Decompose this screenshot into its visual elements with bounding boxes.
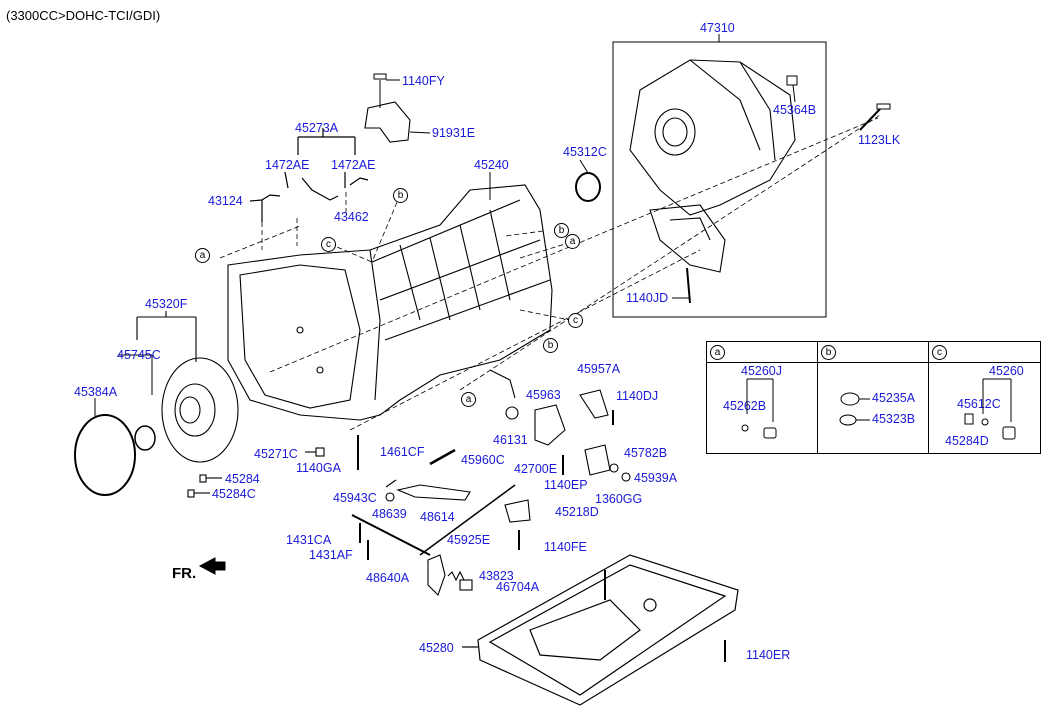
variant-table: a 45260J 45262B b 45235A 45323B c 45260 … xyxy=(706,341,1041,454)
part-label-91931E[interactable]: 91931E xyxy=(432,126,476,140)
part-label-45260J[interactable]: 45260J xyxy=(741,364,783,378)
part-label-1140FY[interactable]: 1140FY xyxy=(402,74,445,88)
ref-circle-b: b xyxy=(393,188,408,203)
part-label-45939A[interactable]: 45939A xyxy=(634,471,678,485)
transmission-case xyxy=(227,184,553,421)
part-label-1140GA[interactable]: 1140GA xyxy=(296,461,341,475)
variant-cell-c: c 45260 45612C 45284D xyxy=(928,342,1041,453)
variant-c-drawing xyxy=(964,378,1016,440)
part-label-45925E[interactable]: 45925E xyxy=(447,533,491,547)
variant-cell-b: b 45235A 45323B xyxy=(817,342,929,453)
part-label-45284D[interactable]: 45284D xyxy=(945,434,989,448)
ref-circle-c: c xyxy=(568,313,583,328)
part-label-43823[interactable]: 43823 xyxy=(479,569,514,583)
part-label-1140EP[interactable]: 1140EP xyxy=(544,478,588,492)
part-label-1472AE[interactable]: 1472AE xyxy=(265,158,310,172)
part-label-1140FE[interactable]: 1140FE xyxy=(544,540,587,554)
part-label-45240[interactable]: 45240 xyxy=(474,158,509,172)
variant-a-drawing xyxy=(741,378,777,439)
part-label-48614[interactable]: 48614 xyxy=(420,510,455,524)
part-label-46131[interactable]: 46131 xyxy=(493,433,528,447)
breather-hoses xyxy=(249,128,369,222)
part-label-45745C[interactable]: 45745C xyxy=(117,348,161,362)
ref-circle-a: a xyxy=(565,234,580,249)
oil-pump xyxy=(136,311,239,463)
part-label-1140ER[interactable]: 1140ER xyxy=(746,648,791,662)
ref-circle-b: b xyxy=(821,345,836,360)
part-label-45271C[interactable]: 45271C xyxy=(254,447,298,461)
part-label-45260[interactable]: 45260 xyxy=(989,364,1024,378)
part-label-1140DJ[interactable]: 1140DJ xyxy=(616,389,659,403)
part-label-45323B[interactable]: 45323B xyxy=(872,412,916,426)
variant-cell-a: a 45260J 45262B xyxy=(707,342,817,453)
part-label-45284C[interactable]: 45284C xyxy=(212,487,256,501)
extension-housing xyxy=(629,59,796,273)
part-label-45218D[interactable]: 45218D xyxy=(555,505,599,519)
cell-header: c xyxy=(929,342,1041,363)
part-label-45273A[interactable]: 45273A xyxy=(295,121,339,135)
part-label-1140JD[interactable]: 1140JD xyxy=(626,291,669,305)
part-label-1461CF[interactable]: 1461CF xyxy=(380,445,425,459)
rear-seal xyxy=(575,172,601,202)
part-label-45280[interactable]: 45280 xyxy=(419,641,454,655)
part-label-45364B[interactable]: 45364B xyxy=(773,103,817,117)
ref-circle-c: c xyxy=(321,237,336,252)
oil-seal xyxy=(134,425,156,451)
part-label-47310[interactable]: 47310 xyxy=(700,21,735,35)
bolt xyxy=(373,73,387,80)
part-label-45235A[interactable]: 45235A xyxy=(872,391,916,405)
part-label-45384A[interactable]: 45384A xyxy=(74,385,118,399)
part-label-1431AF[interactable]: 1431AF xyxy=(309,548,353,562)
part-label-45782B[interactable]: 45782B xyxy=(624,446,668,460)
part-label-46704A[interactable]: 46704A xyxy=(496,580,540,594)
ref-circle-a: a xyxy=(710,345,725,360)
part-label-1360GG[interactable]: 1360GG xyxy=(595,492,643,506)
fr-arrow-icon xyxy=(198,557,226,575)
part-label-45960C[interactable]: 45960C xyxy=(461,453,505,467)
part-label-45262B[interactable]: 45262B xyxy=(723,399,767,413)
part-label-45312C[interactable]: 45312C xyxy=(563,145,607,159)
part-label-45943C[interactable]: 45943C xyxy=(333,491,377,505)
ref-circle-c: c xyxy=(932,345,947,360)
part-label-43124[interactable]: 43124 xyxy=(208,194,243,208)
part-label-45612C[interactable]: 45612C xyxy=(957,397,1001,411)
ref-circle-b: b xyxy=(543,338,558,353)
oil-pan xyxy=(462,554,739,706)
ref-circle-b: b xyxy=(554,223,569,238)
part-label-48639[interactable]: 48639 xyxy=(372,507,407,521)
part-label-1123LK[interactable]: 1123LK xyxy=(858,133,901,147)
small-parts xyxy=(187,369,631,597)
part-label-45284[interactable]: 45284 xyxy=(225,472,260,486)
bracket xyxy=(364,101,411,143)
ref-circle-a: a xyxy=(461,392,476,407)
part-label-1472AE[interactable]: 1472AE xyxy=(331,158,376,172)
front-direction-label: FR. xyxy=(172,565,197,582)
part-label-45957A[interactable]: 45957A xyxy=(577,362,621,376)
variant-b-drawing xyxy=(839,392,870,426)
part-label-48640A[interactable]: 48640A xyxy=(366,571,410,585)
part-label-45320F[interactable]: 45320F xyxy=(145,297,188,311)
o-ring xyxy=(74,414,136,496)
part-label-1431CA[interactable]: 1431CA xyxy=(286,533,332,547)
cell-header: a xyxy=(707,342,817,363)
part-label-42700E[interactable]: 42700E xyxy=(514,462,558,476)
part-label-45963[interactable]: 45963 xyxy=(526,388,561,402)
cell-header: b xyxy=(818,342,929,363)
part-label-43462[interactable]: 43462 xyxy=(334,210,369,224)
ref-circle-a: a xyxy=(195,248,210,263)
engine-spec-header: (3300CC>DOHC-TCI/GDI) xyxy=(6,8,161,23)
